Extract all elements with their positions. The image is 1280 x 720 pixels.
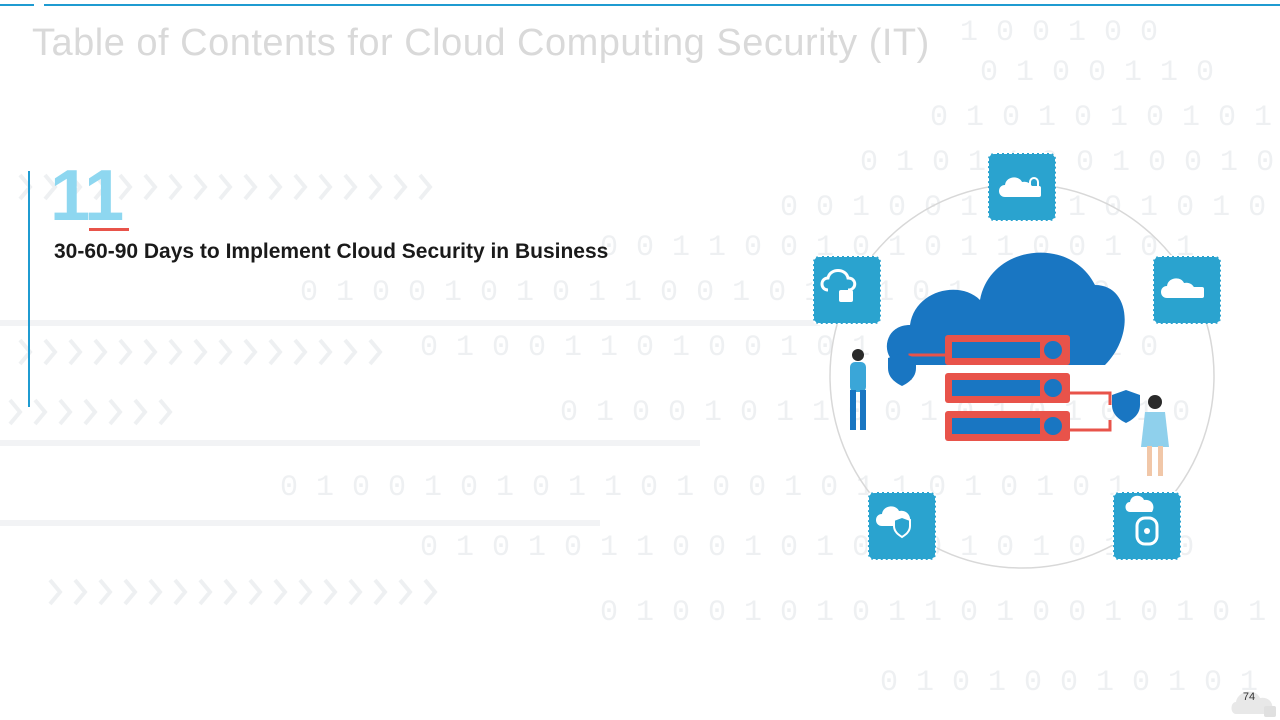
shield-icon — [1112, 390, 1140, 423]
section-number: 11 — [50, 156, 124, 236]
cloud-security-illustration — [812, 152, 1222, 569]
page-number: 74 — [1242, 691, 1256, 703]
cloud-lock-icon — [987, 152, 1057, 222]
server-unit — [945, 335, 1070, 365]
shield-icon — [888, 353, 916, 386]
top-accent-line-left — [0, 4, 34, 6]
page-title: Table of Contents for Cloud Computing Se… — [32, 22, 930, 64]
cloud-lock-icon — [1152, 255, 1222, 325]
page-number-badge — [1231, 691, 1276, 717]
server-unit — [945, 411, 1070, 441]
person-figure-left — [850, 349, 866, 430]
server-rack — [908, 335, 1112, 441]
cloud-upload-lock-icon — [812, 255, 882, 325]
cloud-shield-icon — [867, 491, 937, 561]
section-divider — [28, 171, 30, 407]
svg-text:0 1 0 1 0 1 0 1 0 1 1 0: 0 1 0 1 0 1 0 1 0 1 1 0 — [930, 101, 1280, 135]
section-number-underline — [89, 228, 129, 231]
svg-text:0 1 0 0 1 1 0: 0 1 0 0 1 1 0 — [980, 56, 1214, 90]
cloud-padlock-icon — [1112, 491, 1182, 561]
person-figure-right — [1141, 395, 1169, 476]
svg-text:0 1 0 1 0 0 1 0 1 0 1: 0 1 0 1 0 0 1 0 1 0 1 — [880, 666, 1258, 700]
svg-text:1 0 0 1 0 0: 1 0 0 1 0 0 — [960, 16, 1158, 50]
server-unit — [945, 373, 1070, 403]
top-accent-line-right — [44, 4, 1280, 6]
svg-text:0 1 0 0 1 0 1 0 1 1 0 1 0 0 1: 0 1 0 0 1 0 1 0 1 1 0 1 0 0 1 0 1 0 1 — [600, 596, 1266, 630]
section-heading[interactable]: 30-60-90 Days to Implement Cloud Securit… — [54, 240, 609, 263]
